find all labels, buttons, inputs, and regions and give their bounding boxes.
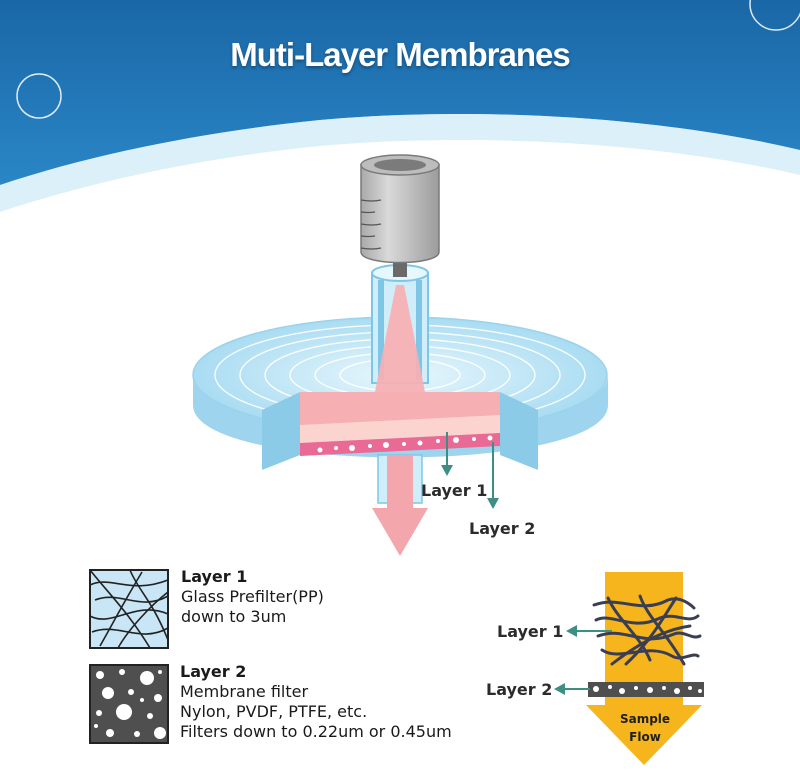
membrane-layer <box>300 433 500 456</box>
layer2-description-line: Nylon, PVDF, PTFE, etc. <box>180 702 368 721</box>
cutaway-wall-right <box>500 392 538 470</box>
header-band <box>0 0 800 185</box>
layer1-description-line: down to 3um <box>181 607 287 626</box>
diagram-layer1-label: Layer 1 <box>421 481 487 500</box>
flow-layer2-label: Layer 2 <box>486 680 552 699</box>
sample-flow-diagram: Layer 1 Layer 2 Sample Flow <box>486 572 704 765</box>
flow-arrow-text-2: Flow <box>629 730 661 744</box>
layer1-description-line: Glass Prefilter(PP) <box>181 587 324 606</box>
layer2-swatch <box>89 664 169 744</box>
layer1-legend: Layer 1 Glass Prefilter(PP) down to 3um <box>181 567 324 627</box>
diagram-layer2-label: Layer 2 <box>469 519 535 538</box>
cutaway-wall-left <box>262 392 300 470</box>
bubble-decoration <box>749 0 800 31</box>
membrane-strip <box>588 682 704 697</box>
flow-layer1-label: Layer 1 <box>497 622 563 641</box>
layer1-heading: Layer 1 <box>181 567 248 586</box>
layer2-heading: Layer 2 <box>180 662 247 681</box>
header-wave-light <box>0 113 800 212</box>
bubble-decoration <box>16 73 62 119</box>
layer2-legend: Layer 2 Membrane filter Nylon, PVDF, PTF… <box>180 662 452 742</box>
layer-callouts <box>441 432 499 509</box>
fiber-layer <box>592 594 702 666</box>
layer1-swatch <box>89 569 169 649</box>
layer2-description-line: Filters down to 0.22um or 0.45um <box>180 722 452 741</box>
sample-stream <box>375 285 425 392</box>
syringe-barrel <box>360 164 440 264</box>
layer2-description-line: Membrane filter <box>180 682 309 701</box>
flow-arrow-text-1: Sample <box>620 712 670 726</box>
page-title: Muti-Layer Membranes <box>230 36 570 73</box>
filtrate-arrow <box>372 455 428 556</box>
